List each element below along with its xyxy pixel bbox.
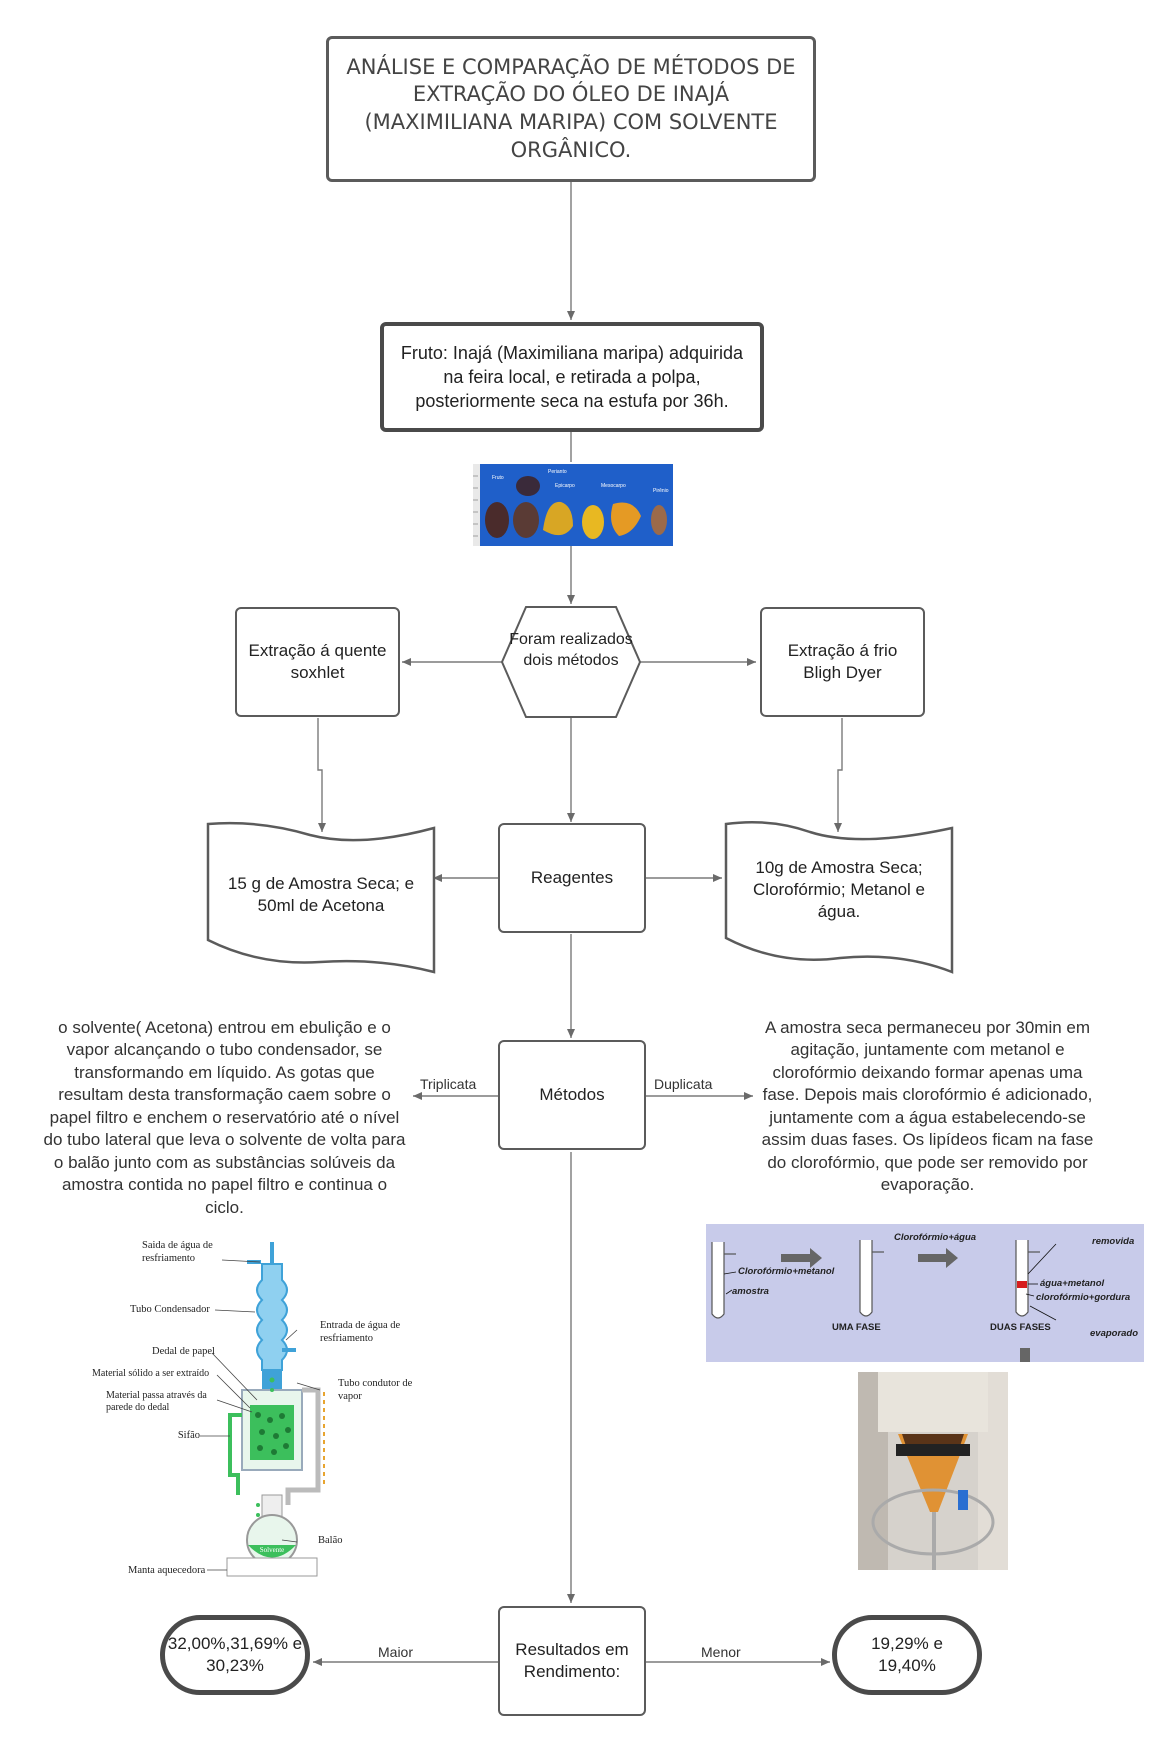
cold-extraction-box: Extração á frio Bligh Dyer: [760, 607, 925, 717]
label-sifao: Sifão: [177, 1430, 200, 1441]
triplicate-label: Triplicata: [420, 1076, 477, 1092]
label-entrada-agua: Entrada de água de resfriamento: [320, 1320, 401, 1344]
label-dedal-papel: Dedal de papel: [152, 1346, 215, 1357]
label-evaporado: evaporado: [1090, 1328, 1139, 1339]
label-manta-aquecedora: Manta aquecedora: [128, 1565, 206, 1576]
label-amostra: amostra: [732, 1286, 769, 1297]
bligh-dyer-explanation: A amostra seca permaneceu por 30min em a…: [761, 1018, 1094, 1195]
fruit-parts-photo: Fruto Perianto Epicarpo Mesocarpo Pirêni…: [473, 464, 673, 546]
cold-reagents-text: 10g de Amostra Seca; Clorofórmio; Metano…: [753, 857, 925, 922]
hot-extraction-box: Extração á quente soxhlet: [235, 607, 400, 717]
photo-label-fruto: Fruto: [492, 475, 504, 481]
hot-reagents-text: 15 g de Amostra Seca; e 50ml de Acetona: [227, 873, 415, 915]
soxhlet-apparatus-diagram: Solvente Saida de água de resfriamento T…: [92, 1240, 422, 1580]
fruit-description-box: Fruto: Inajá (Maximiliana maripa) adquir…: [380, 322, 764, 432]
hot-reagents-document-shape: [206, 821, 436, 974]
label-uma-fase: UMA FASE: [832, 1322, 881, 1333]
label-material-solido: Material sólido a ser extraído: [92, 1368, 210, 1379]
results-box: Resultados em Rendimento:: [498, 1606, 646, 1716]
title-box: ANÁLISE E COMPARAÇÃO DE MÉTODOS DE EXTRA…: [326, 36, 816, 182]
separation-funnel-photo: [858, 1372, 1008, 1570]
methods-hexagon-label: Foram realizados dois métodos: [509, 631, 633, 669]
label-cloro-agua: Clorofórmio+água: [894, 1232, 977, 1243]
label-duas-fases: DUAS FASES: [990, 1322, 1051, 1333]
soxhlet-explanation: o solvente( Acetona) entrou em ebulição …: [43, 1018, 406, 1217]
label-balao: Balão: [318, 1535, 343, 1546]
label-material-passa: Material passa através da parede do deda…: [106, 1390, 207, 1413]
label-agua-metanol: água+metanol: [1040, 1278, 1105, 1289]
label-saida-agua: Saida de água de resfriamento: [142, 1240, 213, 1264]
label-cloro-gordura: clorofórmio+gordura: [1036, 1292, 1131, 1303]
hot-result-box: 32,00%,31,69% e 30,23%: [160, 1615, 310, 1695]
reagents-box: Reagentes: [498, 823, 646, 933]
cold-result-box: 19,29% e 19,40%: [832, 1615, 982, 1695]
methods-hexagon: [500, 606, 642, 718]
label-tubo-condensador: Tubo Condensador: [130, 1304, 210, 1315]
photo-label-epicarpo: Epicarpo: [555, 483, 575, 489]
methods-box: Métodos: [498, 1040, 646, 1150]
photo-label-perianto: Perianto: [548, 469, 567, 475]
greater-label: Maior: [378, 1644, 414, 1660]
lesser-label: Menor: [701, 1644, 741, 1660]
duplicate-label: Duplicata: [654, 1076, 713, 1092]
label-tubo-vapor: Tubo condutor de vapor: [338, 1378, 413, 1402]
bligh-dyer-diagram: Clorofórmio+metanol amostra UMA FASE Clo…: [706, 1224, 1144, 1362]
photo-label-pirenio: Pirênio: [653, 488, 669, 494]
label-removida: removida: [1092, 1236, 1135, 1247]
cold-reagents-document-shape: [724, 820, 954, 974]
photo-label-mesocarpo: Mesocarpo: [601, 483, 626, 489]
svg-text:Solvente: Solvente: [260, 1546, 285, 1554]
label-cloro-metanol: Clorofórmio+metanol: [738, 1266, 835, 1277]
